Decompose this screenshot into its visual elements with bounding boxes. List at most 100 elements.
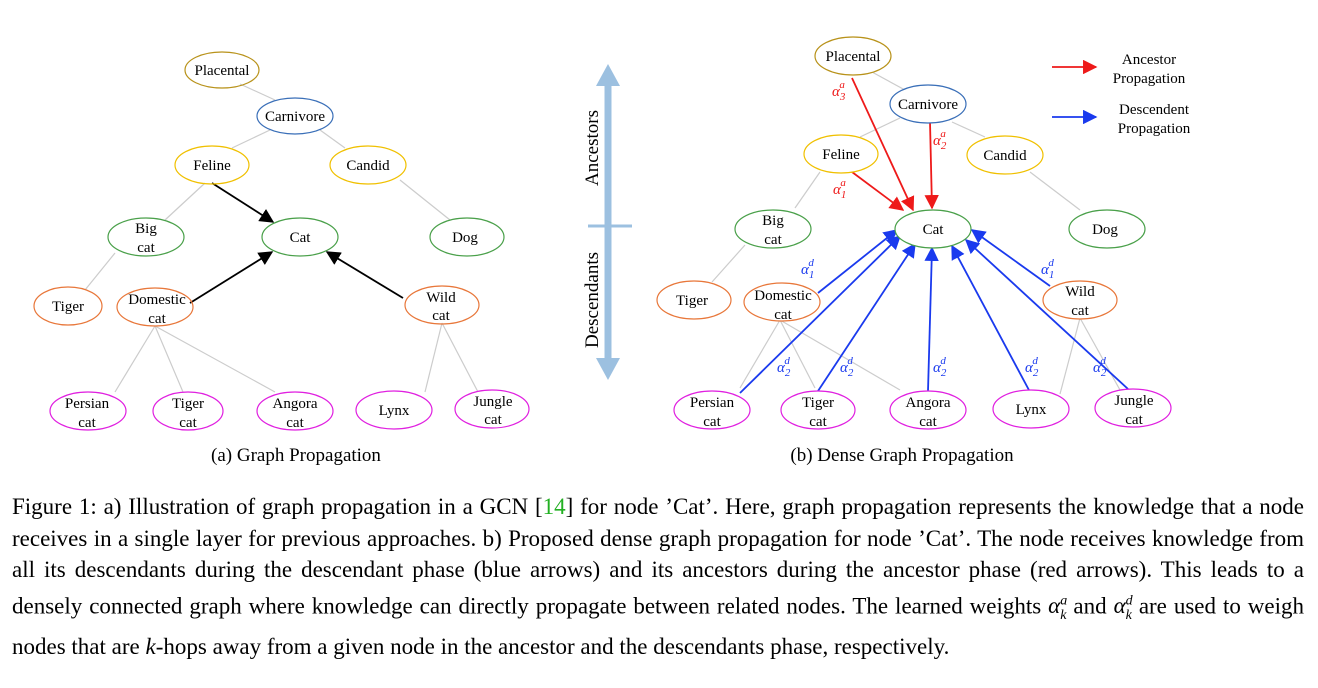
weight-d2-lynx: α2d <box>1025 355 1039 379</box>
node-placental-a <box>184 51 260 89</box>
label-domestic-b-2: cat <box>774 307 792 323</box>
label-jungle-a-2: cat <box>484 412 502 428</box>
label-placental-a: Placental <box>195 63 250 79</box>
label-candid-a: Candid <box>346 158 390 174</box>
panel-b: α3a α2a α1a α1d α1d α2d α2d α2d α2d α2d … <box>656 36 1191 466</box>
caption-alpha-a: αak <box>1048 593 1068 623</box>
node-big-cat-b <box>734 209 812 249</box>
node-dog-b <box>1068 209 1146 249</box>
panel-a: Placental Carnivore Feline Candid Big ca… <box>33 51 530 466</box>
label-angora-b-2: cat <box>919 414 937 430</box>
arrow-jungle-cat <box>964 239 1129 390</box>
node-tiger-b <box>656 280 732 320</box>
node-tiger-a <box>33 286 103 326</box>
node-wild-b <box>1042 280 1118 320</box>
arrow-angora-cat <box>924 246 939 392</box>
panel-a-arrows <box>189 182 404 304</box>
subcaption-b: (b) Dense Graph Propagation <box>790 445 1014 466</box>
legend-ancestor-1: Ancestor <box>1122 52 1176 68</box>
label-domestic-a-1: Domestic <box>128 292 186 308</box>
node-cat-a <box>261 217 339 257</box>
label-big-cat-a-1: Big <box>135 221 157 237</box>
node-jungle-a <box>454 389 530 429</box>
node-big-cat-a <box>107 217 185 257</box>
legend-ancestor-2: Propagation <box>1113 71 1186 87</box>
label-tigercat-a-1: Tiger <box>172 396 204 412</box>
legend-descendent-1: Descendent <box>1119 102 1190 118</box>
arrow-domestic-cat-b <box>817 229 899 294</box>
node-tigercat-b <box>780 390 856 430</box>
caption-part-2: ] for node ’Cat’. Here, graph propagatio… <box>12 494 1304 619</box>
label-domestic-b-1: Domestic <box>754 288 812 304</box>
label-tigercat-b-1: Tiger <box>802 395 834 411</box>
label-lynx-a: Lynx <box>379 403 410 419</box>
label-tiger-a: Tiger <box>52 299 84 315</box>
node-feline-a <box>174 145 250 185</box>
weight-a3: α3a <box>832 79 846 103</box>
label-placental-b: Placental <box>826 49 881 65</box>
figure: Placental Carnivore Feline Candid Big ca… <box>33 36 1191 466</box>
label-cat-b: Cat <box>923 222 945 238</box>
arrow-feline-cat-b <box>851 171 905 211</box>
label-wild-b-2: cat <box>1071 303 1089 319</box>
node-carnivore-a <box>256 97 334 135</box>
node-tigercat-a <box>152 391 224 431</box>
hierarchy-axis: Ancestors Descendants <box>582 64 632 380</box>
caption-k: k <box>145 634 156 660</box>
node-carnivore-b <box>889 84 967 124</box>
node-candid-a <box>329 145 407 185</box>
caption-part-4: -hops away from a given node in the ance… <box>155 634 950 660</box>
label-domestic-a-2: cat <box>148 311 166 327</box>
label-wild-b-1: Wild <box>1065 284 1095 300</box>
label-cat-a: Cat <box>290 230 312 246</box>
axis-ancestors-label: Ancestors <box>582 110 603 186</box>
node-angora-a <box>256 391 334 431</box>
axis-arrow-down <box>596 358 620 380</box>
arrow-domestic-cat <box>189 251 274 304</box>
node-domestic-a <box>116 287 194 327</box>
node-feline-b <box>803 134 879 174</box>
label-carnivore-b: Carnivore <box>898 97 958 113</box>
weight-d2-persian: α2d <box>777 355 791 379</box>
caption-and: and <box>1066 593 1114 619</box>
node-lynx-a <box>355 390 433 430</box>
arrow-carnivore-cat <box>924 121 939 210</box>
label-angora-b-1: Angora <box>906 395 951 411</box>
label-persian-a-2: cat <box>78 415 96 431</box>
label-wild-a-2: cat <box>432 308 450 324</box>
node-angora-b <box>889 390 967 430</box>
label-persian-a-1: Persian <box>65 396 110 412</box>
label-carnivore-a: Carnivore <box>265 109 325 125</box>
weight-d2-jungle: α2d <box>1093 355 1107 379</box>
label-angora-a-1: Angora <box>273 396 318 412</box>
label-big-cat-b-1: Big <box>762 213 784 229</box>
legend-descendent-2: Propagation <box>1118 121 1191 137</box>
node-persian-a <box>49 391 127 431</box>
panel-b-weights: α3a α2a α1a α1d α1d α2d α2d α2d α2d α2d <box>777 79 1107 379</box>
axis-arrow-up <box>596 64 620 86</box>
weight-d1-wild: α1d <box>1041 257 1054 281</box>
node-cat-b <box>894 209 972 249</box>
node-domestic-b <box>743 282 821 322</box>
arrow-lynx-cat <box>951 244 1031 393</box>
label-tigercat-b-2: cat <box>809 414 827 430</box>
label-feline-a: Feline <box>193 158 231 174</box>
label-lynx-b: Lynx <box>1016 402 1047 418</box>
weight-a1: α1a <box>833 177 846 201</box>
caption-citation[interactable]: 14 <box>542 494 566 519</box>
label-dog-b: Dog <box>1092 222 1118 238</box>
panel-b-edges <box>711 71 1121 395</box>
label-jungle-b-2: cat <box>1125 412 1143 428</box>
node-lynx-b <box>992 389 1070 429</box>
weight-d2-angora: α2d <box>933 355 947 379</box>
caption-alpha-d: αdk <box>1113 593 1133 623</box>
legend: Ancestor Propagation Descendent Propagat… <box>1052 52 1191 137</box>
subcaption-a: (a) Graph Propagation <box>211 445 381 466</box>
weight-d2-tigercat: α2d <box>840 355 854 379</box>
label-big-cat-a-2: cat <box>137 240 155 256</box>
arrow-placental-cat <box>851 77 915 212</box>
label-big-cat-b-2: cat <box>764 232 782 248</box>
arrow-tigercat-cat <box>817 242 916 392</box>
caption-part-1: Figure 1: a) Illustration of graph propa… <box>12 494 543 519</box>
node-placental-b <box>814 36 892 76</box>
